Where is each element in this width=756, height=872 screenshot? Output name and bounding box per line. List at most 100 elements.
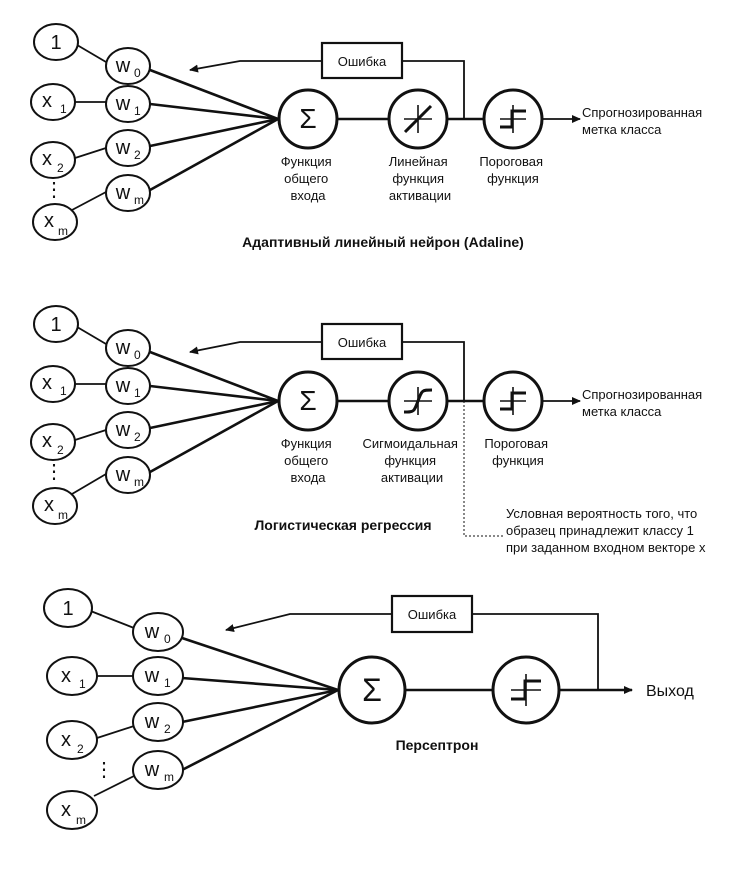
subscript: 1 <box>60 102 67 116</box>
input-bias-node <box>33 23 79 61</box>
subscript: 2 <box>134 430 141 444</box>
diagram-title: Адаптивный линейный нейрон (Adaline) <box>242 234 524 250</box>
linear-activation-icon <box>403 104 433 134</box>
subscript: m <box>164 770 174 784</box>
probability-note: Условная вероятность того, что образец п… <box>506 506 706 555</box>
w-symbol: w <box>144 759 160 781</box>
adaline-diagram: Ошибка 1 x 1 x 2 ⋮ x m w 0 w 1 w 2 w m Σ <box>30 23 706 250</box>
error-box <box>320 41 404 80</box>
input-xm-node <box>32 203 78 241</box>
wire <box>181 636 339 692</box>
ellipsis: ⋮ <box>44 461 64 483</box>
wire <box>149 384 279 403</box>
wire <box>96 725 135 739</box>
threshold-label: Пороговая функция <box>479 154 546 186</box>
weight-w2-node <box>105 129 151 167</box>
input-x1-node <box>46 656 98 696</box>
weight-w2-node <box>132 702 184 742</box>
error-label: Ошибка <box>338 54 387 69</box>
subscript: m <box>134 193 144 207</box>
w-symbol: w <box>115 137 131 159</box>
perceptron-diagram: Ошибка 1 x 1 x 2 ⋮ x m w 0 w 1 w 2 w m Σ… <box>43 588 695 830</box>
error-arrow <box>189 60 322 73</box>
x-symbol: x <box>42 148 52 170</box>
step-function-icon <box>511 674 541 706</box>
x-symbol: x <box>44 494 54 516</box>
subscript: 1 <box>164 676 171 690</box>
wire <box>181 688 339 724</box>
wire <box>149 117 279 148</box>
wire <box>93 775 135 797</box>
w-symbol: w <box>115 375 131 397</box>
error-box <box>320 322 404 361</box>
wire <box>71 191 107 211</box>
w-symbol: w <box>115 419 131 441</box>
wire <box>149 399 279 474</box>
x-symbol: x <box>42 90 52 112</box>
wire <box>74 147 107 159</box>
weight-w1-node <box>105 85 151 123</box>
subscript: 1 <box>60 384 67 398</box>
subscript: 0 <box>164 632 171 646</box>
input-x1-node <box>30 365 76 403</box>
subscript: 1 <box>134 104 141 118</box>
error-arrow <box>225 613 392 632</box>
bias-symbol: 1 <box>50 32 61 54</box>
weight-wm-node <box>132 750 184 790</box>
activation-label: Линейная функция активации <box>389 154 452 203</box>
wire <box>149 350 279 403</box>
w-symbol: w <box>144 665 160 687</box>
w-symbol: w <box>115 182 131 204</box>
wire <box>149 399 279 430</box>
sigma-icon: Σ <box>299 103 316 134</box>
wire <box>74 429 107 441</box>
subscript: 2 <box>164 722 171 736</box>
x-symbol: x <box>42 430 52 452</box>
subscript: 2 <box>77 742 84 756</box>
error-label: Ошибка <box>408 607 457 622</box>
net-input-label: Функция общего входа <box>281 154 336 203</box>
weight-w0-node <box>105 329 151 367</box>
logistic-regression-diagram: Ошибка 1 x 1 x 2 ⋮ x m w 0 w 1 w 2 w m Σ <box>30 305 706 555</box>
error-box <box>390 594 474 634</box>
error-arrow <box>189 341 322 355</box>
sigma-icon: Σ <box>299 385 316 416</box>
sigmoid-function-icon <box>403 387 433 415</box>
subscript: 0 <box>134 66 141 80</box>
w-symbol: w <box>144 621 160 643</box>
wire <box>181 676 339 692</box>
wire <box>181 688 339 772</box>
subscript: m <box>58 508 68 522</box>
x-symbol: x <box>44 210 54 232</box>
net-input-label: Функция общего входа <box>281 436 336 485</box>
probability-pointer <box>463 401 505 537</box>
input-xm-node <box>46 790 98 830</box>
step-function-icon <box>500 387 526 415</box>
input-x2-node <box>30 141 76 179</box>
input-xm-node <box>32 487 78 525</box>
error-feedback-line <box>402 60 465 119</box>
activation-label: Сигмоидальная функция активации <box>362 436 461 485</box>
weight-w2-node <box>105 411 151 449</box>
weight-w0-node <box>105 47 151 85</box>
step-function-icon <box>500 105 526 133</box>
sigma-icon: Σ <box>362 672 382 708</box>
input-x2-node <box>46 720 98 760</box>
x-symbol: x <box>61 729 71 751</box>
net-input-node <box>277 88 339 150</box>
subscript: m <box>58 224 68 238</box>
w-symbol: w <box>144 711 160 733</box>
output-label: Спрогнозированная метка класса <box>582 105 706 137</box>
weight-wm-node <box>105 456 151 494</box>
weight-w0-node <box>132 612 184 652</box>
wire <box>71 473 107 495</box>
diagram-title: Логистическая регрессия <box>254 517 431 533</box>
subscript: 1 <box>79 677 86 691</box>
subscript: 2 <box>57 161 64 175</box>
x-symbol: x <box>42 372 52 394</box>
subscript: 1 <box>134 386 141 400</box>
input-bias-node <box>43 588 93 628</box>
input-x2-node <box>30 423 76 461</box>
wire <box>149 102 279 121</box>
